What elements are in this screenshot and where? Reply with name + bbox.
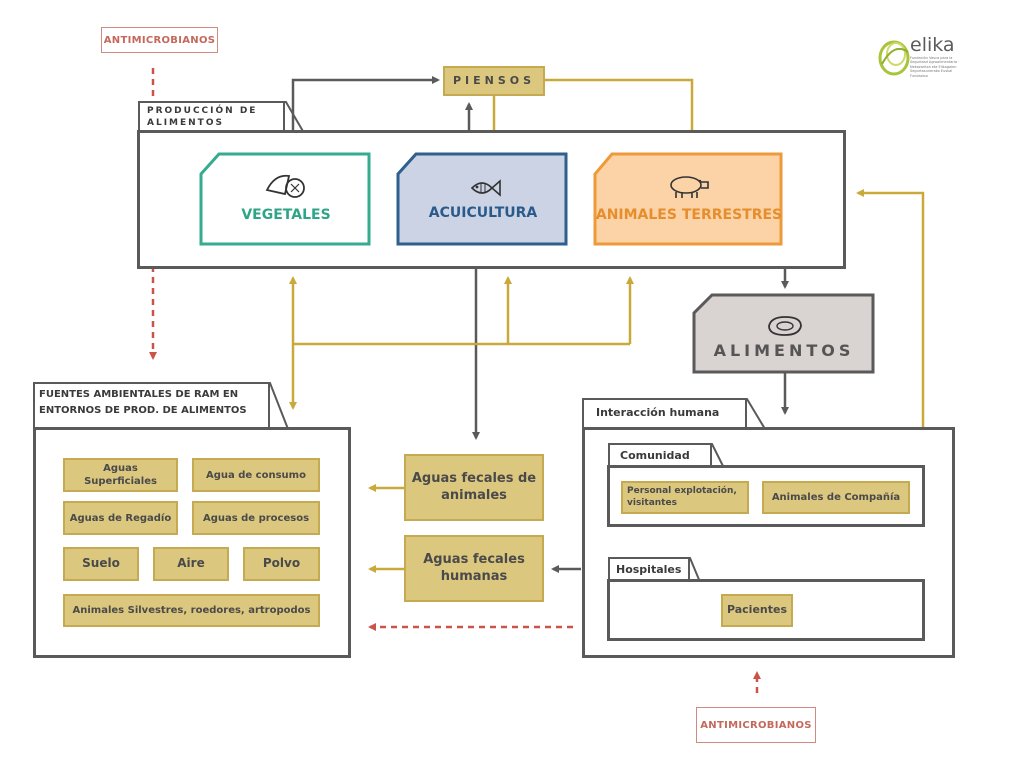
personal-box: Personal explotación, visitantes bbox=[621, 481, 749, 514]
pig-icon bbox=[670, 176, 709, 198]
produccion-tab: PRODUCCIÓN DE ALIMENTOS bbox=[138, 101, 285, 132]
interaccion-title: Interacción humana bbox=[596, 406, 720, 419]
fuentes-tab-slant bbox=[268, 382, 290, 430]
comunidad-title: Comunidad bbox=[620, 449, 690, 462]
interaccion-tab: Interacción humana bbox=[582, 398, 747, 428]
agua-consumo-box: Agua de consumo bbox=[192, 458, 320, 492]
aguas-fecales-humanas-box: Aguas fecales humanas bbox=[404, 535, 544, 602]
elika-logo-name: elika bbox=[910, 34, 955, 56]
fuentes-tab: FUENTES AMBIENTALES DE RAM EN ENTORNOS D… bbox=[33, 382, 270, 428]
aire-box: Aire bbox=[153, 547, 229, 581]
antimicrobianos-label-top: ANTIMICROBIANOS bbox=[101, 27, 218, 53]
animales-terrestres-label: ANIMALES TERRESTRES bbox=[595, 207, 783, 223]
aguas-regadio-box: Aguas de Regadío bbox=[63, 501, 178, 535]
animales-silvestres-box: Animales Silvestres, roedores, artropodo… bbox=[63, 594, 320, 627]
vegetables-icon bbox=[265, 174, 305, 198]
pacientes-box: Pacientes bbox=[721, 594, 793, 627]
meat-icon bbox=[768, 316, 802, 336]
suelo-box: Suelo bbox=[63, 547, 139, 581]
animales-compania-box: Animales de Compañía bbox=[762, 481, 910, 514]
aguas-procesos-box: Aguas de procesos bbox=[192, 501, 320, 535]
hospitales-title: Hospitales bbox=[616, 563, 682, 576]
alimentos-label: ALIMENTOS bbox=[713, 341, 855, 360]
piensos-box: PIENSOS bbox=[443, 66, 545, 96]
comunidad-tab: Comunidad bbox=[608, 443, 712, 467]
elika-logo: elika Fundación Vasca para la Seguridad … bbox=[874, 34, 974, 82]
antimicrobianos-label-bottom: ANTIMICROBIANOS bbox=[696, 707, 816, 743]
polvo-box: Polvo bbox=[243, 547, 320, 581]
comunidad-tab-slant bbox=[710, 443, 726, 469]
produccion-panel bbox=[137, 130, 846, 269]
aguas-superficiales-box: Aguas Superficiales bbox=[63, 458, 178, 492]
elika-logo-icon bbox=[878, 40, 910, 76]
vegetales-label: VEGETALES bbox=[241, 207, 331, 223]
aguas-fecales-animales-box: Aguas fecales de animales bbox=[404, 454, 544, 521]
hospitales-tab-slant bbox=[688, 557, 702, 583]
hospitales-tab: Hospitales bbox=[608, 557, 690, 581]
fuentes-title: FUENTES AMBIENTALES DE RAM EN ENTORNOS D… bbox=[39, 389, 247, 416]
acuicultura-label: ACUICULTURA bbox=[428, 205, 538, 221]
interaccion-tab-slant bbox=[745, 398, 767, 430]
produccion-title: PRODUCCIÓN DE ALIMENTOS bbox=[147, 106, 258, 128]
fish-icon bbox=[470, 179, 501, 197]
produccion-tab-slant bbox=[284, 101, 306, 134]
elika-logo-tagline: Fundación Vasca para la Seguridad Agroal… bbox=[910, 56, 960, 78]
